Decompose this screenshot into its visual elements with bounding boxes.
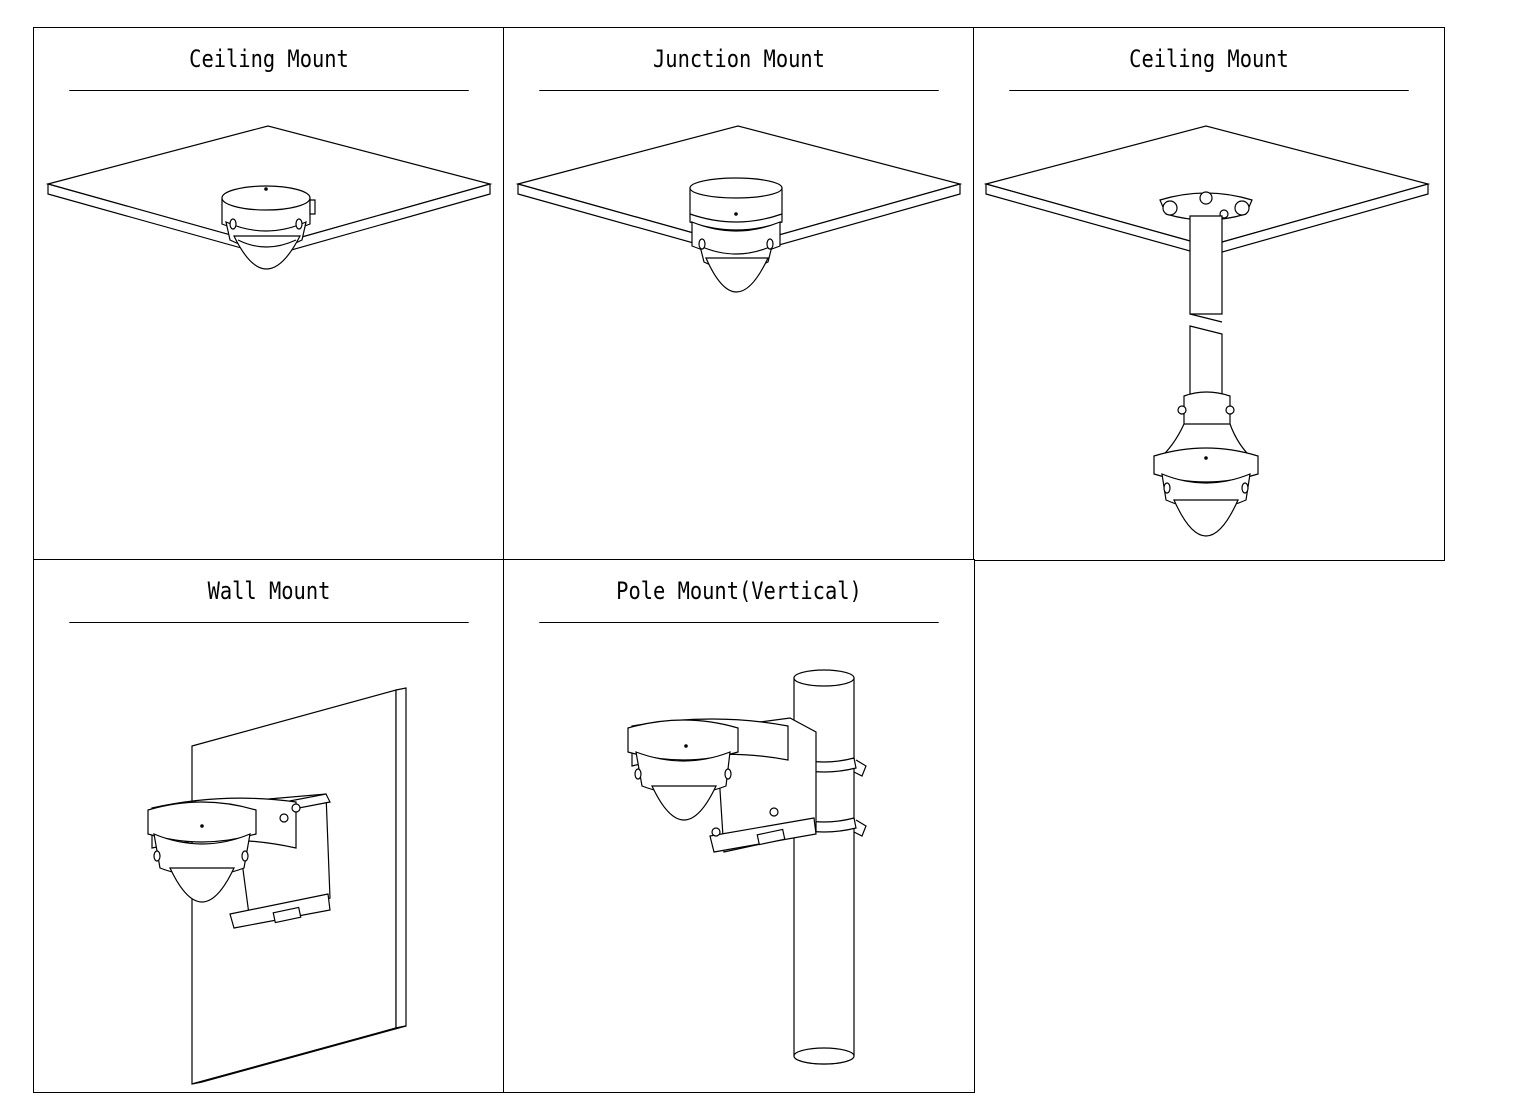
panel-title: Pole Mount(Vertical) — [539, 560, 939, 623]
panel-title: Wall Mount — [69, 560, 469, 623]
junction-mount-illustration — [504, 90, 974, 560]
wall-mount-illustration — [34, 622, 504, 1092]
ceiling-mount-illustration — [34, 90, 504, 560]
panel-title-text: Wall Mount — [207, 577, 331, 605]
panel-title-text: Pole Mount(Vertical) — [616, 577, 862, 605]
ceiling-pendant-illustration — [974, 90, 1444, 560]
wall-mount-drawing — [34, 622, 503, 1091]
panel-ceiling-mount-pendant: Ceiling Mount — [973, 27, 1445, 561]
panel-title: Ceiling Mount — [1009, 28, 1409, 91]
panel-ceiling-mount: Ceiling Mount — [33, 27, 505, 561]
panel-title-text: Junction Mount — [653, 45, 825, 73]
panel-title: Junction Mount — [539, 28, 939, 91]
panel-title-text: Ceiling Mount — [1129, 45, 1289, 73]
pole-mount-drawing — [504, 622, 973, 1091]
panel-pole-mount-vertical: Pole Mount(Vertical) — [503, 559, 975, 1093]
junction-mount-drawing — [504, 90, 973, 559]
panel-wall-mount: Wall Mount — [33, 559, 505, 1093]
ceiling-mount-drawing — [34, 90, 503, 559]
panel-title-text: Ceiling Mount — [189, 45, 349, 73]
pole-mount-illustration — [504, 622, 974, 1092]
panel-junction-mount: Junction Mount — [503, 27, 975, 561]
panel-title: Ceiling Mount — [69, 28, 469, 91]
ceiling-pendant-drawing — [974, 90, 1443, 559]
